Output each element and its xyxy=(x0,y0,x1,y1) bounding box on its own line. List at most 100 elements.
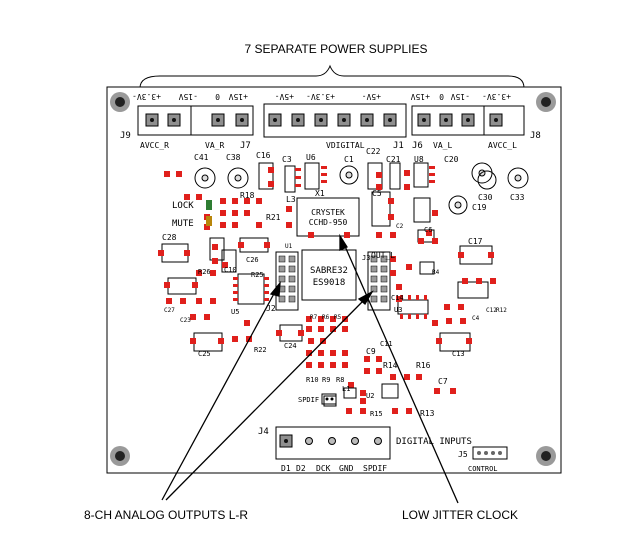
spdif-pin-1 xyxy=(325,397,329,401)
ref-r7: R7 xyxy=(310,314,318,321)
control-label: CONTROL xyxy=(468,465,498,473)
j9-pin-4: +15V xyxy=(229,92,248,101)
regulator-u6-pins xyxy=(295,166,435,187)
ref-c23: C23 xyxy=(180,317,191,324)
chip-name: SABRE32 xyxy=(310,266,348,276)
cap-c19 xyxy=(448,195,468,215)
j4-pin-d1: D1 xyxy=(281,464,291,473)
ref-spdif: SPDIF xyxy=(298,396,319,404)
ref-c21: C21 xyxy=(386,155,401,164)
ref-c10: C10 xyxy=(224,266,237,274)
crystal-x1 xyxy=(296,197,360,237)
ref-c5: C5 xyxy=(372,189,382,198)
j4-ref: J4 xyxy=(258,427,269,437)
ref-j3: J3 xyxy=(362,254,370,262)
j6-pin-1: +15V xyxy=(411,92,430,101)
j9-ref: J9 xyxy=(120,131,131,141)
ref-u8: U8 xyxy=(414,155,424,164)
header-j4 xyxy=(275,426,391,460)
j9-pin-1: +3.3V- xyxy=(132,92,161,101)
opamp-u5 xyxy=(233,273,269,305)
cap-c30 xyxy=(477,170,497,190)
ref-r22: R22 xyxy=(254,346,267,354)
header-j1 xyxy=(263,103,407,138)
ref-r12: R12 xyxy=(496,307,507,314)
ref-c20: C20 xyxy=(444,155,459,164)
ref-c12: C12 xyxy=(486,307,497,314)
ref-c4: C4 xyxy=(472,315,480,322)
j1-pin-2: +3.3V- xyxy=(306,92,335,101)
mute-label: MUTE xyxy=(172,219,194,229)
ref-r14: R14 xyxy=(383,361,398,370)
u1-ref: U1 xyxy=(285,243,293,250)
dac-chip-u1 xyxy=(301,249,357,301)
ref-c14: C14 xyxy=(391,294,404,302)
ref-c27: C27 xyxy=(164,307,175,314)
lock-label: LOCK xyxy=(172,201,194,211)
power-brace xyxy=(139,64,525,89)
cap-c33 xyxy=(507,167,529,189)
ref-c11: C11 xyxy=(380,340,393,348)
cap-c41 xyxy=(194,167,216,189)
ref-c6: C6 xyxy=(424,226,432,234)
ref-c28: C28 xyxy=(162,233,177,242)
ref-r9: R9 xyxy=(322,376,330,384)
ref-out-l: OUT_L xyxy=(371,251,395,260)
header-j9-j7 xyxy=(137,105,254,136)
j6-pin-4: +3.3V- xyxy=(482,92,511,101)
ref-c7: C7 xyxy=(438,377,448,386)
led-mute xyxy=(206,216,212,226)
j4-pin-spdif: SPDIF xyxy=(363,464,387,473)
ref-r4: R4 xyxy=(432,269,440,276)
opamp-u3 xyxy=(397,295,429,319)
ref-l1: L1 xyxy=(342,385,350,393)
j9-pin-2: -15V xyxy=(179,92,198,101)
ref-r18: R18 xyxy=(240,191,255,200)
ref-c17: C17 xyxy=(468,237,483,246)
cap-c21 xyxy=(389,162,401,190)
ref-c13: C13 xyxy=(452,350,465,358)
reg-u6 xyxy=(304,162,320,190)
ref-r25: R25 xyxy=(251,271,264,279)
crystal-model: CCHD-950 xyxy=(309,218,348,227)
header-j6-j8 xyxy=(411,105,525,136)
analog-outputs-callout: 8-CH ANALOG OUTPUTS L-R xyxy=(84,508,248,522)
j4-pin-gnd: GND xyxy=(339,464,354,473)
va-r-label: VA_R xyxy=(205,141,224,150)
mounting-hole-tl xyxy=(110,92,130,112)
ref-c19: C19 xyxy=(472,203,487,212)
spdif-jumper xyxy=(321,393,337,405)
ref-l3: L3 xyxy=(286,195,296,204)
cap-c2 xyxy=(371,191,391,227)
digital-inputs-label: DIGITAL INPUTS xyxy=(396,437,472,447)
crystal-ref: X1 xyxy=(315,189,325,198)
j8-ref: J8 xyxy=(530,131,541,141)
mounting-hole-tr xyxy=(536,92,556,112)
output-header-j2 xyxy=(275,251,299,311)
led-lock xyxy=(206,200,212,210)
j7-ref: J7 xyxy=(240,141,251,151)
ref-c22: C22 xyxy=(366,147,381,156)
j1-pin-3: +5V- xyxy=(362,92,381,101)
j9-pin-3: 0 xyxy=(215,92,220,101)
ref-c3: C3 xyxy=(282,155,292,164)
ref-u6: U6 xyxy=(306,153,316,162)
mounting-hole-br xyxy=(536,446,556,466)
inductor-l1 xyxy=(343,387,357,399)
ref-c41: C41 xyxy=(194,153,209,162)
va-l-label: VA_L xyxy=(433,141,452,150)
ref-c26: C26 xyxy=(246,256,259,264)
header-j5 xyxy=(472,446,508,460)
clock-callout: LOW JITTER CLOCK xyxy=(402,508,518,522)
ref-c9: C9 xyxy=(366,347,376,356)
output-header-j3 xyxy=(367,251,391,311)
ref-c24: C24 xyxy=(284,342,297,350)
ref-c16: C16 xyxy=(256,151,271,160)
j1-pin-1: +5V- xyxy=(275,92,294,101)
ref-c38: C38 xyxy=(226,153,241,162)
ref-u2: U2 xyxy=(366,392,374,400)
ref-r5: R5 xyxy=(334,314,342,321)
cap-c38 xyxy=(227,167,249,189)
